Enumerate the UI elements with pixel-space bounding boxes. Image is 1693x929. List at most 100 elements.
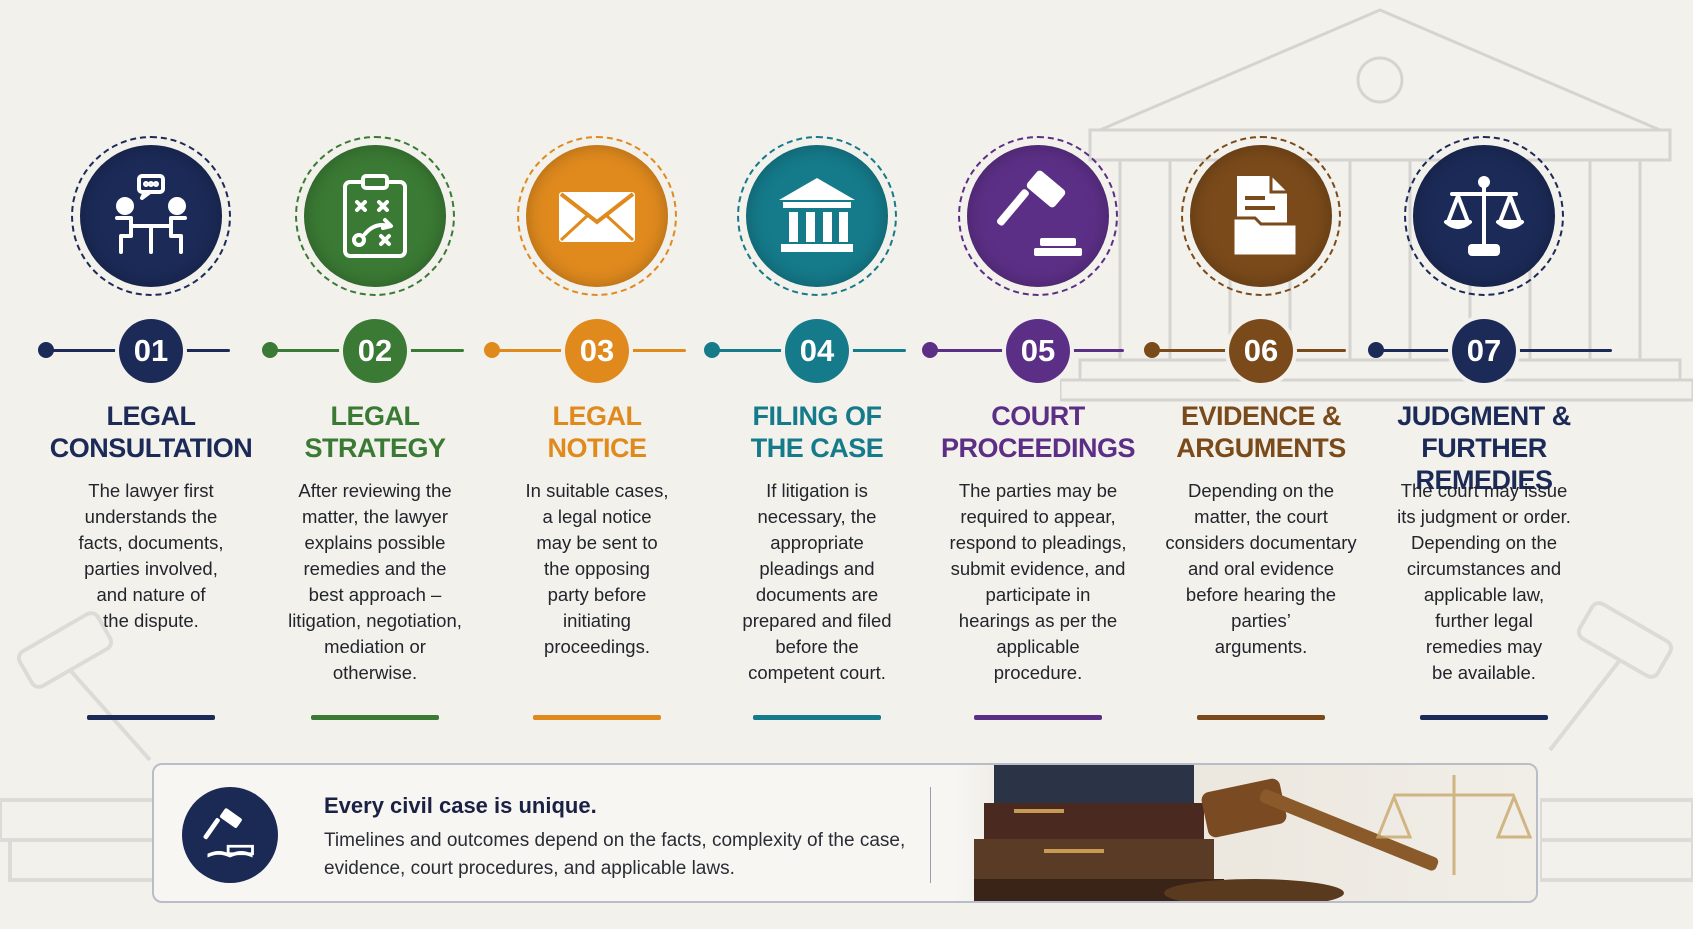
banner-text: Timelines and outcomes depend on the fac… — [324, 827, 924, 883]
desc-line: circumstances and — [1406, 558, 1562, 579]
desc-line: explains possible — [304, 532, 446, 553]
step-title-line2: STRATEGY — [304, 433, 446, 463]
step-title-line1: LEGAL — [330, 401, 421, 431]
desc-line: and nature of — [96, 584, 206, 605]
consultation-icon — [80, 145, 222, 287]
desc-line: parties’ — [1231, 610, 1291, 631]
desc-line: otherwise. — [332, 662, 418, 683]
desc-line: mediation or — [324, 636, 426, 657]
step-title-line2: PROCEEDINGS — [940, 433, 1136, 463]
desc-line: The court may issue — [1400, 480, 1568, 501]
icon-ring — [71, 136, 231, 296]
strategy-clipboard-icon — [304, 145, 446, 287]
gavel-background-illustration-right — [1540, 601, 1693, 882]
timeline-dot-05 — [922, 342, 938, 358]
step-title: COURT PROCEEDINGS — [918, 400, 1158, 464]
timeline-dot-07 — [1368, 342, 1384, 358]
step-description: If litigation is necessary, the appropri… — [707, 478, 927, 686]
banner-text-line: evidence, court procedures, and applicab… — [324, 858, 735, 879]
desc-line: appropriate — [770, 532, 864, 553]
step-number: 07 — [1452, 319, 1516, 383]
desc-line: considers documentary — [1165, 532, 1357, 553]
scales-icon — [1413, 145, 1555, 287]
step-underline — [753, 715, 881, 720]
desc-line: participate in — [985, 584, 1091, 605]
step-04: 04 FILING OF THE CASE If litigation is n… — [707, 0, 927, 740]
info-banner: Every civil case is unique. Timelines an… — [152, 763, 1538, 903]
desc-line: before hearing the — [1185, 584, 1337, 605]
step-underline — [974, 715, 1102, 720]
desc-line: competent court. — [748, 662, 886, 683]
step-title-line1: JUDGMENT & — [1397, 401, 1571, 431]
step-title-line1: LEGAL — [106, 401, 197, 431]
banner-title: Every civil case is unique. — [324, 793, 597, 818]
books-gavel-photo — [954, 765, 1536, 901]
desc-line: arguments. — [1214, 636, 1308, 657]
step-title-line1: COURT — [991, 401, 1085, 431]
desc-line: After reviewing the — [298, 480, 452, 501]
step-title: JUDGMENT & FURTHER REMEDIES — [1364, 400, 1604, 496]
desc-line: may be sent to — [536, 532, 658, 553]
step-03: 03 LEGAL NOTICE In suitable cases, a leg… — [487, 0, 707, 740]
step-description: In suitable cases, a legal notice may be… — [487, 478, 707, 660]
step-underline — [533, 715, 661, 720]
timeline-dot-04 — [704, 342, 720, 358]
step-description: The court may issue its judgment or orde… — [1374, 478, 1594, 686]
step-title-line2: ARGUMENTS — [1176, 433, 1346, 463]
desc-line: Depending on the — [1187, 480, 1335, 501]
desc-line: applicable law, — [1423, 584, 1545, 605]
icon-ring — [1404, 136, 1564, 296]
step-title-line2: THE CASE — [750, 433, 884, 463]
step-title: LEGAL NOTICE — [477, 400, 717, 464]
step-number: 02 — [343, 319, 407, 383]
desc-line: understands the — [84, 506, 218, 527]
step-description: The parties may be required to appear, r… — [928, 478, 1148, 686]
step-02: 02 LEGAL STRATEGY After reviewing the ma… — [265, 0, 485, 740]
desc-line: remedies and the — [303, 558, 447, 579]
desc-line: the opposing — [544, 558, 650, 579]
desc-line: pleadings and — [759, 558, 875, 579]
step-description: The lawyer first understands the facts, … — [41, 478, 261, 634]
desc-line: parties involved, — [84, 558, 218, 579]
desc-line: proceedings. — [544, 636, 650, 657]
desc-line: Depending on the — [1410, 532, 1558, 553]
courthouse-icon — [746, 145, 888, 287]
step-title: EVIDENCE & ARGUMENTS — [1141, 400, 1381, 464]
desc-line: and oral evidence — [1187, 558, 1335, 579]
step-underline — [1420, 715, 1548, 720]
document-folder-icon — [1190, 145, 1332, 287]
desc-line: If litigation is — [766, 480, 868, 501]
timeline-dot-06 — [1144, 342, 1160, 358]
step-title-line2: CONSULTATION — [49, 433, 253, 463]
desc-line: In suitable cases, — [525, 480, 669, 501]
timeline-dot-02 — [262, 342, 278, 358]
desc-line: documents are — [755, 584, 879, 605]
desc-line: matter, the lawyer — [301, 506, 448, 527]
desc-line: before the — [775, 636, 859, 657]
desc-line: matter, the court — [1194, 506, 1328, 527]
step-01: 01 LEGAL CONSULTATION The lawyer first u… — [41, 0, 261, 740]
timeline-dot-03 — [484, 342, 500, 358]
step-06: 06 EVIDENCE & ARGUMENTS Depending on the… — [1151, 0, 1371, 740]
step-number: 05 — [1006, 319, 1070, 383]
step-title-line2: FURTHER REMEDIES — [1415, 433, 1553, 495]
desc-line: applicable — [996, 636, 1080, 657]
step-underline — [87, 715, 215, 720]
step-title-line2: NOTICE — [547, 433, 647, 463]
step-title: FILING OF THE CASE — [697, 400, 937, 464]
step-number: 01 — [119, 319, 183, 383]
desc-line: a legal notice — [542, 506, 652, 527]
icon-ring — [1181, 136, 1341, 296]
desc-line: litigation, negotiation, — [288, 610, 462, 631]
desc-line: procedure. — [993, 662, 1083, 683]
banner-divider — [930, 787, 931, 883]
banner-text-line: Timelines and outcomes depend on the fac… — [324, 830, 906, 851]
desc-line: respond to pleadings, — [949, 532, 1127, 553]
desc-line: be available. — [1432, 662, 1536, 683]
desc-line: hearings as per the — [958, 610, 1118, 631]
step-description: Depending on the matter, the court consi… — [1151, 478, 1371, 660]
desc-line: initiating — [563, 610, 631, 631]
step-description: After reviewing the matter, the lawyer e… — [265, 478, 485, 686]
step-title-line1: EVIDENCE & — [1180, 401, 1342, 431]
step-title: LEGAL CONSULTATION — [31, 400, 271, 464]
